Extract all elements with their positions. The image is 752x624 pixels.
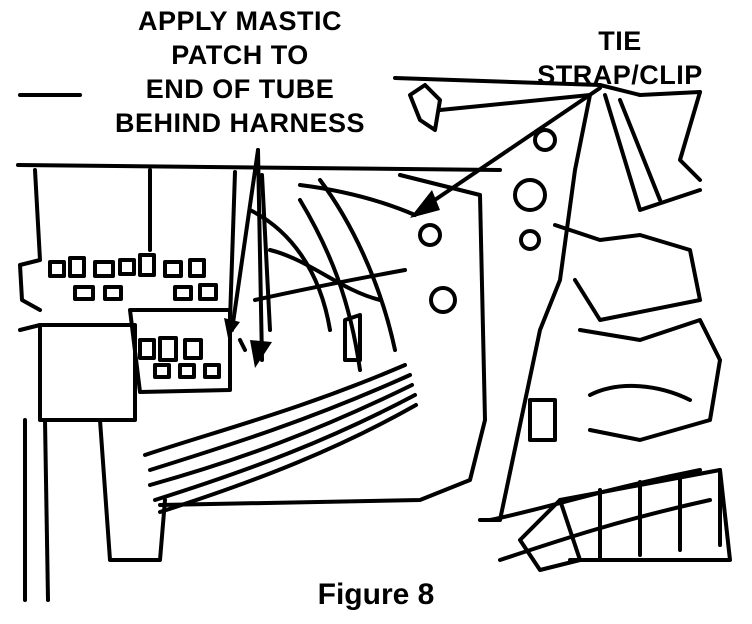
tie-strap-callout: TIE STRAP/CLIP xyxy=(520,24,720,92)
figure-caption: Figure 8 xyxy=(317,578,435,611)
relay-block xyxy=(18,168,237,394)
tie-arrowhead xyxy=(410,190,440,218)
left-bracket xyxy=(18,323,167,602)
mastic-callout: APPLY MASTIC PATCH TO END OF TUBE BEHIND… xyxy=(100,4,380,140)
mastic-arrowhead-2 xyxy=(224,318,240,338)
right-structure xyxy=(238,90,732,572)
tie-line-2: STRAP/CLIP xyxy=(537,60,703,90)
mastic-line-2: PATCH TO xyxy=(171,40,309,70)
mastic-line-1: APPLY MASTIC xyxy=(137,6,343,36)
pillar xyxy=(158,83,592,522)
wire-harness xyxy=(143,178,418,514)
tie-strap-leader-arrow xyxy=(418,86,602,212)
mastic-line-4: BEHIND HARNESS xyxy=(114,108,366,138)
mastic-leader-arrows xyxy=(230,148,272,362)
mastic-arrowhead xyxy=(250,340,272,368)
mastic-line-3: END OF TUBE xyxy=(145,74,335,104)
tie-line-1: TIE xyxy=(598,26,642,56)
